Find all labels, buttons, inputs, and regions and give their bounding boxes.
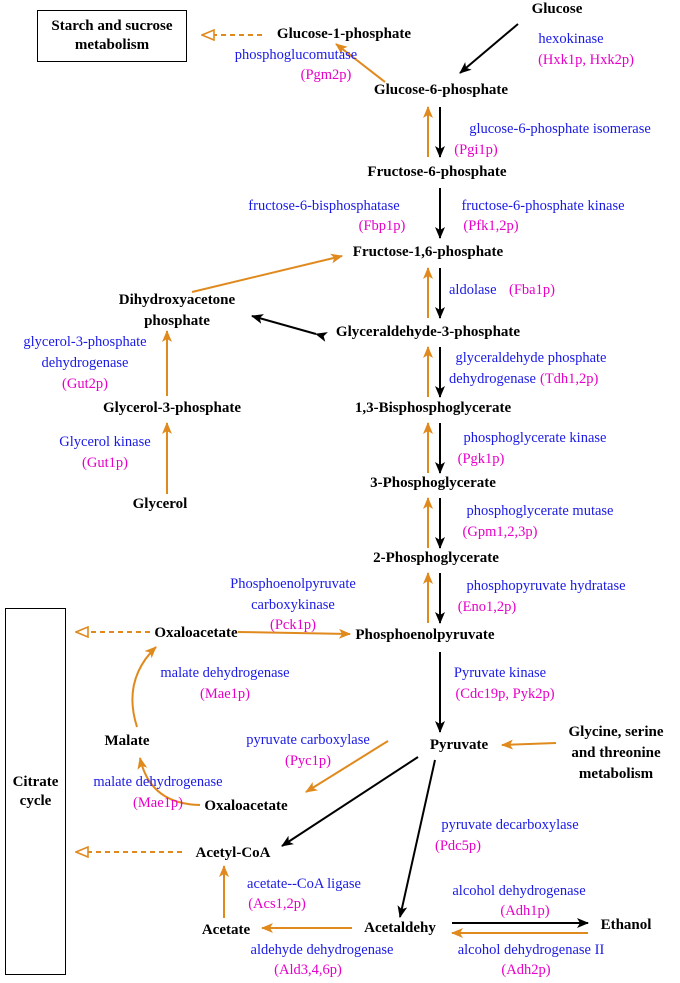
- genes-pyruvate-carboxylase: (Pyc1p): [285, 753, 331, 769]
- genes-acetate-coa-ligase: (Acs1,2p): [248, 896, 306, 912]
- starch-sucrose-label: Starch and sucrose metabolism: [51, 18, 173, 53]
- arrow-oaa-to-pep: [237, 628, 351, 639]
- arrow-oaa-to-malate: [137, 757, 201, 806]
- genes-alcohol-dehydrogenase: (Adh1p): [500, 903, 550, 919]
- enzyme-glycerol-3-phosphate-dehydrogenase-line1: glycerol-3-phosphate: [23, 334, 147, 350]
- enzyme-fructose-6-bisphosphatase: fructose-6-bisphosphatase: [248, 198, 400, 214]
- enzyme-fructose-6-phosphate-kinase: fructose-6-phosphate kinase: [461, 198, 625, 214]
- node-malate: Malate: [104, 733, 150, 749]
- enzyme-acetate-coa-ligase: acetate--CoA ligase: [247, 876, 361, 892]
- arrow-glucose-to-g6p: [459, 23, 519, 74]
- enzyme-glycerol-kinase: Glycerol kinase: [59, 434, 151, 450]
- enzyme-pyruvate-kinase: Pyruvate kinase: [453, 665, 547, 681]
- node-3-phosphoglycerate: 3-Phosphoglycerate: [370, 475, 496, 491]
- arrow-pyruvate-to-acetyl: [281, 756, 419, 847]
- node-acetate: Acetate: [201, 922, 251, 938]
- enzyme-phosphoglycerate-mutase: phosphoglycerate mutase: [466, 503, 614, 519]
- genes-alcohol-dehydrogenase-ii: (Adh2p): [501, 962, 551, 978]
- genes-aldehyde-dehydrogenase: (Ald3,4,6p): [274, 962, 342, 978]
- enzyme-pyruvate-decarboxylase: pyruvate decarboxylase: [441, 817, 579, 833]
- node-acetyl-coa: Acetyl-CoA: [195, 845, 271, 861]
- node-fructose-6-phosphate: Fructose-6-phosphate: [367, 164, 507, 180]
- enzyme-phosphopyruvate-hydratase: phosphopyruvate hydratase: [466, 578, 626, 594]
- enzyme-alcohol-dehydrogenase: alcohol dehydrogenase: [452, 883, 586, 899]
- enzyme-aldolase: aldolase: [449, 282, 497, 298]
- enzyme-pep-carboxykinase-line1: Phosphoenolpyruvate: [230, 576, 356, 592]
- node-2-phosphoglycerate: 2-Phosphoglycerate: [373, 550, 499, 566]
- arrow-dhap-to-f16p: [191, 253, 343, 293]
- citrate-cycle-label: Citrate cycle: [12, 774, 59, 809]
- genes-pep-carboxykinase: (Pck1p): [270, 617, 316, 633]
- genes-hexokinase: (Hxk1p, Hxk2p): [538, 52, 634, 68]
- arrow-g6p-to-g1p: [335, 43, 386, 83]
- citrate-cycle-box: Citrate cycle: [5, 608, 66, 975]
- node-oxaloacetate-bottom: Oxaloacetate: [204, 798, 288, 814]
- enzyme-phosphoglucomutase: phosphoglucomutase: [234, 47, 358, 63]
- node-glucose-1-phosphate: Glucose-1-phosphate: [276, 26, 412, 42]
- enzyme-pep-carboxykinase-line2: carboxykinase: [251, 597, 335, 613]
- genes-glucose-6-phosphate-isomerase: (Pgi1p): [454, 142, 498, 158]
- genes-glycerol-3-phosphate-dehydrogenase: (Gut2p): [62, 376, 108, 392]
- enzyme-glycerol-3-phosphate-dehydrogenase-line2: dehydrogenase: [41, 355, 129, 371]
- enzyme-pyruvate-carboxylase: pyruvate carboxylase: [246, 732, 370, 748]
- node-glycine-metabolism-line3: metabolism: [578, 766, 654, 782]
- node-glucose: Glucose: [531, 1, 583, 17]
- enzyme-glyceraldehyde-phosphate-dehydrogenase-line2: dehydrogenase: [449, 371, 536, 387]
- node-glycine-metabolism-line2: and threonine: [571, 745, 661, 761]
- genes-glyceraldehyde-phosphate-dehydrogenase: (Tdh1,2p): [540, 371, 599, 387]
- genes-pyruvate-kinase: (Cdc19p, Pyk2p): [455, 686, 555, 702]
- enzyme-aldehyde-dehydrogenase: aldehyde dehydrogenase: [250, 942, 394, 958]
- arrow-glycine-to-pyruvate: [501, 739, 557, 750]
- genes-pyruvate-decarboxylase: (Pdc5p): [435, 838, 481, 854]
- node-fructose-1-6-phosphate: Fructose-1,6-phosphate: [352, 244, 504, 260]
- enzyme-malate-dehydrogenase-top: malate dehydrogenase: [160, 665, 290, 681]
- genes-fructose-6-phosphate-kinase: (Pfk1,2p): [463, 218, 519, 234]
- node-glycerol-3-phosphate: Glycerol-3-phosphate: [102, 400, 242, 416]
- node-oxaloacetate-top: Oxaloacetate: [154, 625, 238, 641]
- node-glyceraldehyde-3-phosphate: Glyceraldehyde-3-phosphate: [335, 324, 521, 340]
- genes-malate-dehydrogenase-bottom: (Mae1p): [133, 795, 183, 811]
- enzyme-malate-dehydrogenase-bottom: malate dehydrogenase: [93, 774, 223, 790]
- enzyme-alcohol-dehydrogenase-ii: alcohol dehydrogenase II: [457, 942, 605, 958]
- arrow-malate-to-oaa: [131, 646, 157, 728]
- genes-malate-dehydrogenase-top: (Mae1p): [200, 686, 250, 702]
- node-pyruvate: Pyruvate: [429, 737, 489, 753]
- starch-sucrose-box: Starch and sucrose metabolism: [37, 10, 187, 62]
- node-dihydroxyacetone-phosphate-line1: Dihydroxyacetone: [118, 292, 236, 308]
- arrow-pyruvate-to-acetaldehyde: [397, 759, 436, 918]
- enzyme-phosphoglycerate-kinase: phosphoglycerate kinase: [463, 430, 607, 446]
- genes-phosphoglycerate-kinase: (Pgk1p): [457, 451, 505, 467]
- genes-glycerol-kinase: (Gut1p): [82, 455, 128, 471]
- node-glucose-6-phosphate: Glucose-6-phosphate: [373, 82, 509, 98]
- enzyme-glyceraldehyde-phosphate-dehydrogenase-line1: glyceraldehyde phosphate: [455, 350, 607, 366]
- arrow-pyruvate-to-oaa: [305, 740, 389, 793]
- genes-phosphoglucomutase: (Pgm2p): [300, 67, 352, 83]
- node-phosphoenolpyruvate: Phosphoenolpyruvate: [355, 627, 495, 643]
- node-1-3-bisphosphoglycerate: 1,3-Bisphosphoglycerate: [354, 400, 512, 416]
- enzyme-hexokinase: hexokinase: [538, 31, 604, 47]
- genes-fructose-6-bisphosphatase: (Fbp1p): [358, 218, 406, 234]
- node-dihydroxyacetone-phosphate-line2: phosphate: [144, 313, 210, 329]
- arrow-gap-dhap-bidirectional: [251, 314, 328, 342]
- node-glycerol: Glycerol: [132, 496, 188, 512]
- node-acetaldehyde: Acetaldehy: [364, 920, 436, 936]
- enzyme-glucose-6-phosphate-isomerase: glucose-6-phosphate isomerase: [469, 121, 651, 137]
- genes-phosphoglycerate-mutase: (Gpm1,2,3p): [462, 524, 538, 540]
- node-ethanol: Ethanol: [600, 917, 652, 933]
- genes-phosphopyruvate-hydratase: (Eno1,2p): [457, 599, 517, 615]
- genes-aldolase: (Fba1p): [509, 282, 555, 298]
- node-glycine-metabolism-line1: Glycine, serine: [568, 724, 664, 740]
